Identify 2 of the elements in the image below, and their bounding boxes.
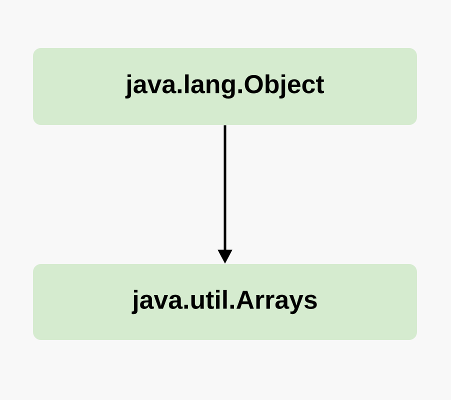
- class-box: java.lang.Object: [33, 48, 417, 125]
- class-box: java.util.Arrays: [33, 264, 417, 340]
